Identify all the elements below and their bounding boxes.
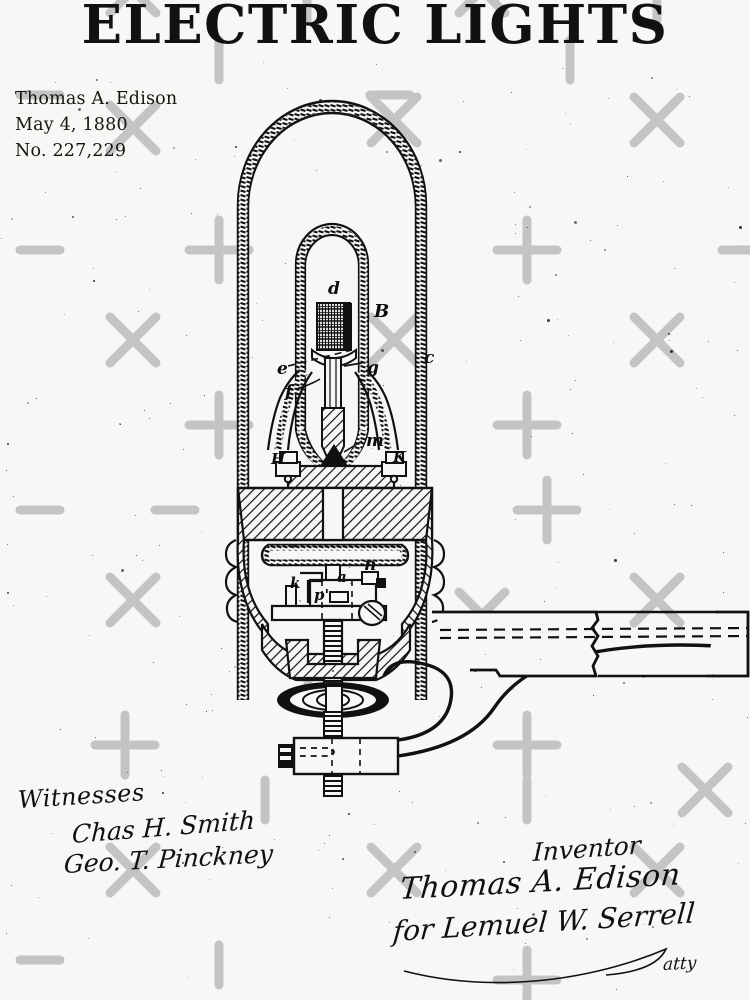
ref-letter-f: f <box>285 382 293 402</box>
filament-block-d <box>311 302 357 368</box>
meta-inventor: Thomas A. Edison <box>15 89 178 109</box>
ref-letter-m: m <box>366 431 384 451</box>
ref-letter-a: a <box>337 568 347 586</box>
signature-flourish <box>403 947 668 984</box>
ref-letter-k: k <box>290 574 301 592</box>
ref-letter-c: c <box>424 348 435 368</box>
terminal-block <box>278 711 400 797</box>
ref-letter-B: B <box>374 301 390 322</box>
ref-letter-p-prime: p' <box>314 586 330 604</box>
threaded-shaft <box>284 618 382 688</box>
ref-letter-H: H <box>271 450 286 468</box>
socket-collar <box>275 444 407 490</box>
ref-letter-K: K <box>393 448 407 466</box>
meta-date: May 4, 1880 <box>15 115 128 135</box>
inner-bulb <box>294 222 370 469</box>
page-title: ELECTRIC LIGHTS <box>81 0 669 56</box>
ref-letter-g: g <box>367 358 379 378</box>
lead-in-wires <box>266 349 400 451</box>
patent-meta-block: Thomas A. Edison May 4, 1880 No. 227,229 <box>15 86 177 164</box>
outer-globe <box>236 99 428 700</box>
ref-letter-d: d <box>328 279 340 299</box>
regulator-assembly <box>270 571 388 627</box>
ref-letter-e: e <box>277 359 288 379</box>
ref-letter-n: n <box>364 555 377 575</box>
leader-line-m <box>343 440 363 453</box>
meta-patent-number: No. 227,229 <box>15 141 127 161</box>
